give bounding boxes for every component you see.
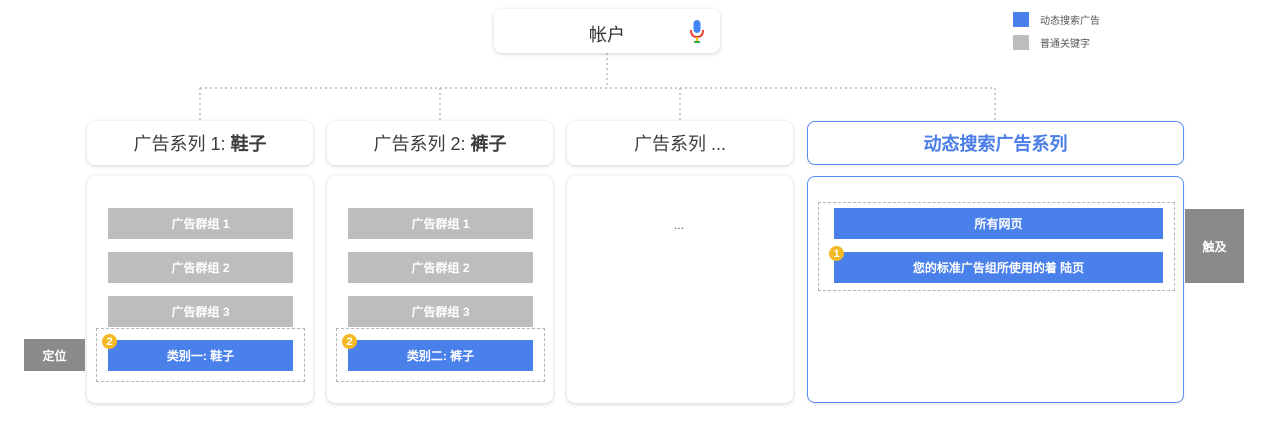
dsa-dashed-box — [818, 202, 1175, 291]
category-dashed-box — [96, 328, 305, 382]
legend-item-dsa: 动态搜索广告 — [1013, 12, 1100, 27]
ad-group-bar: 广告群组 2 — [108, 252, 293, 283]
campaign-body-2: 广告群组 1 广告群组 2 广告群组 3 类别二: 裤子 2 — [327, 176, 553, 403]
targeting-tag: 定位 — [24, 339, 85, 371]
campaign-header-1-bold: 鞋子 — [230, 134, 267, 154]
campaign-header-3: 广告系列 ... — [567, 121, 793, 165]
reach-tag: 触及 — [1185, 209, 1244, 283]
ad-group-bar: 广告群组 3 — [348, 296, 533, 327]
campaign-header-2-prefix: 广告系列 2: — [373, 134, 471, 154]
legend-label-keyword: 普通关键字 — [1040, 39, 1090, 50]
legend-swatch-dsa — [1013, 12, 1029, 27]
campaign-body-1: 广告群组 1 广告群组 2 广告群组 3 类别一: 鞋子 2 — [87, 176, 313, 403]
all-pages-bar: 所有网页 — [834, 208, 1163, 239]
campaign-header-2: 广告系列 2: 裤子 — [327, 121, 553, 165]
ad-group-bar: 广告群组 1 — [108, 208, 293, 239]
ad-group-bar: 广告群组 3 — [108, 296, 293, 327]
campaign-header-1: 广告系列 1: 鞋子 — [87, 121, 313, 165]
campaign-body-3: ... — [567, 176, 793, 403]
campaign-header-3-prefix: 广告系列 ... — [633, 134, 726, 154]
account-label: 帐户 — [589, 25, 625, 45]
legend-swatch-keyword — [1013, 35, 1029, 50]
account-card: 帐户 — [494, 9, 720, 53]
campaign-header-2-bold: 裤子 — [470, 134, 507, 154]
microphone-icon — [690, 20, 704, 43]
ad-group-bar: 广告群组 1 — [348, 208, 533, 239]
ellipsis-text: ... — [674, 218, 685, 232]
number-badge: 2 — [102, 334, 117, 349]
category-bar: 类别二: 裤子 — [348, 340, 533, 371]
number-badge: 1 — [829, 246, 844, 261]
legend-label-dsa: 动态搜索广告 — [1040, 16, 1100, 27]
campaign-header-dsa: 动态搜索广告系列 — [807, 121, 1184, 165]
category-dashed-box — [336, 328, 545, 382]
campaign-header-1-prefix: 广告系列 1: — [133, 134, 231, 154]
ad-group-bar: 广告群组 2 — [348, 252, 533, 283]
legend-item-keyword: 普通关键字 — [1013, 35, 1090, 50]
campaign-body-dsa: 所有网页 您的标准广告组所使用的着 陆页 1 — [807, 176, 1184, 403]
number-badge: 2 — [342, 334, 357, 349]
campaign-header-dsa-label: 动态搜索广告系列 — [923, 134, 1068, 154]
category-bar: 类别一: 鞋子 — [108, 340, 293, 371]
landing-pages-bar: 您的标准广告组所使用的着 陆页 — [834, 252, 1163, 283]
